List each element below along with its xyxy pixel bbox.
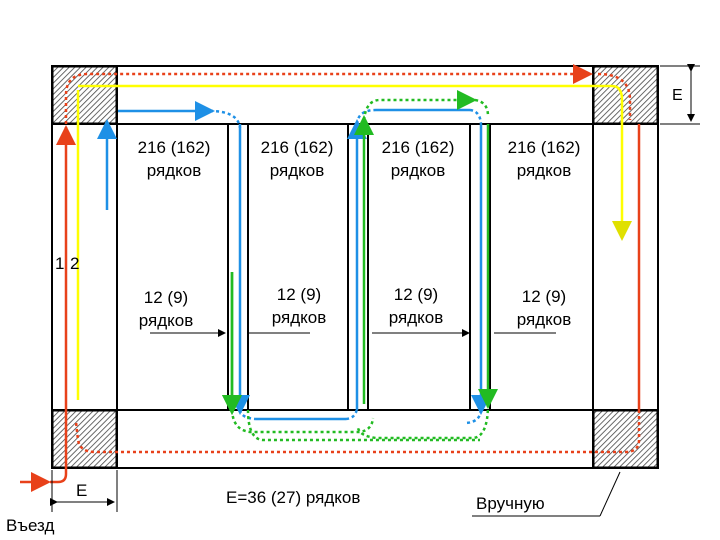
marker-2: 2 — [70, 254, 79, 273]
e-top-label: E — [672, 87, 683, 104]
section-2-bottom-unit: рядков — [272, 308, 327, 327]
section-1-bottom-unit: рядков — [139, 311, 194, 330]
section-3-bottom-unit: рядков — [389, 308, 444, 327]
section-4-bottom-unit: рядков — [517, 310, 572, 329]
corner-column-bottom-left — [52, 410, 117, 468]
section-3-top-unit: рядков — [391, 161, 446, 180]
section-labels-top: 216 (162) рядков 216 (162) рядков 216 (1… — [138, 138, 581, 180]
rack-dividers — [227, 124, 491, 410]
section-2-bottom-count: 12 (9) — [277, 285, 321, 304]
e-bottom-label: E — [76, 481, 87, 500]
corner-column-top-right — [593, 66, 658, 124]
e-formula: E=36 (27) рядков — [226, 488, 360, 507]
section-2-top-count: 216 (162) — [261, 138, 334, 157]
manual-label: Вручную — [476, 494, 545, 513]
dimension-e-top — [660, 64, 700, 125]
yellow-route — [76, 84, 632, 400]
corner-column-bottom-right — [593, 410, 658, 468]
building-frame — [51, 65, 659, 469]
entry-label: Въезд — [6, 516, 54, 535]
dimension-e-bottom — [50, 470, 118, 512]
marker-1: 1 — [55, 254, 64, 273]
red-route — [20, 64, 641, 492]
section-4-top-count: 216 (162) — [508, 138, 581, 157]
section-2-top-unit: рядков — [270, 161, 325, 180]
section-1-top-count: 216 (162) — [138, 138, 211, 157]
green-route — [222, 90, 498, 442]
section-1-top-unit: рядков — [147, 161, 202, 180]
section-3-bottom-count: 12 (9) — [394, 285, 438, 304]
section-4-top-unit: рядков — [517, 161, 572, 180]
section-4-bottom-count: 12 (9) — [522, 287, 566, 306]
section-3-top-count: 216 (162) — [382, 138, 455, 157]
section-1-bottom-count: 12 (9) — [144, 288, 188, 307]
manual-leader — [599, 471, 621, 517]
corner-column-top-left — [52, 66, 117, 124]
section-labels-bottom: 12 (9) рядков 12 (9) рядков 12 (9) рядко… — [139, 285, 572, 330]
